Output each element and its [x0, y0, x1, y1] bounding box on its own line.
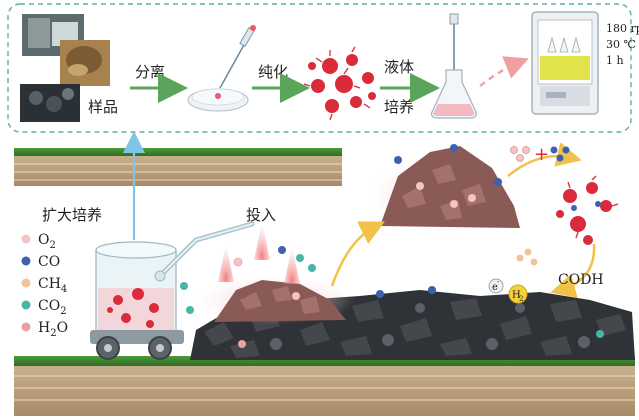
legend-label: CO	[38, 254, 60, 270]
flask-icon	[431, 13, 477, 119]
legend-marker	[20, 233, 32, 245]
legend-marker	[20, 321, 32, 333]
sample-label: 样品	[88, 98, 118, 116]
cycle-coal-mound	[368, 146, 520, 234]
arrow-cycle-up	[330, 221, 385, 287]
syringe-icon	[219, 25, 256, 89]
bacteria-cluster-right	[556, 175, 619, 245]
floating-molecules	[180, 144, 604, 348]
svg-text:e: e	[492, 282, 498, 293]
liquid-culture-label-2: 培养	[384, 98, 414, 116]
legend-label: H2O	[38, 320, 68, 339]
product-gases	[516, 248, 538, 266]
arrow-incubator	[479, 56, 529, 87]
rpm-label: 180 rpm	[606, 22, 639, 35]
scale-up-label: 扩大培养	[42, 206, 102, 224]
petri-dish-icon	[187, 88, 249, 112]
legend-label: CO2	[38, 298, 67, 317]
svg-text:-: -	[497, 278, 500, 286]
hydrogen-badge: H 2	[508, 284, 528, 304]
electron-badge: e -	[488, 278, 504, 294]
purify-label: 纯化	[258, 63, 288, 81]
legend-label: CH4	[38, 276, 67, 295]
svg-text:2: 2	[519, 295, 523, 303]
arrow-cycle-down	[550, 243, 596, 299]
arrow-cycle-right	[507, 142, 582, 177]
legend-marker	[20, 255, 32, 267]
ground-strata-lower	[14, 356, 635, 416]
sample-photos	[20, 14, 110, 122]
liquid-culture-label-1: 液体	[384, 58, 414, 76]
plus-sign: +	[534, 144, 549, 165]
separate-label: 分离	[135, 63, 165, 81]
bacteria-colony-icon	[303, 46, 376, 121]
culture-tanker-truck	[90, 221, 255, 360]
treated-coal-mound	[214, 280, 346, 322]
inject-label: 投入	[246, 206, 276, 224]
legend-marker	[20, 299, 32, 311]
reaction-gases: +	[510, 144, 570, 165]
spray-cones	[218, 222, 300, 284]
legend-label: O2	[38, 232, 56, 251]
legend-marker	[20, 277, 32, 289]
incubator-icon	[531, 11, 599, 115]
codh-label: CODH	[558, 272, 604, 288]
svg-text:H: H	[512, 290, 521, 301]
ground-strata-upper	[14, 148, 342, 186]
duration-label: 1 h	[606, 54, 624, 67]
temperature-label: 30 ℃	[606, 38, 636, 51]
